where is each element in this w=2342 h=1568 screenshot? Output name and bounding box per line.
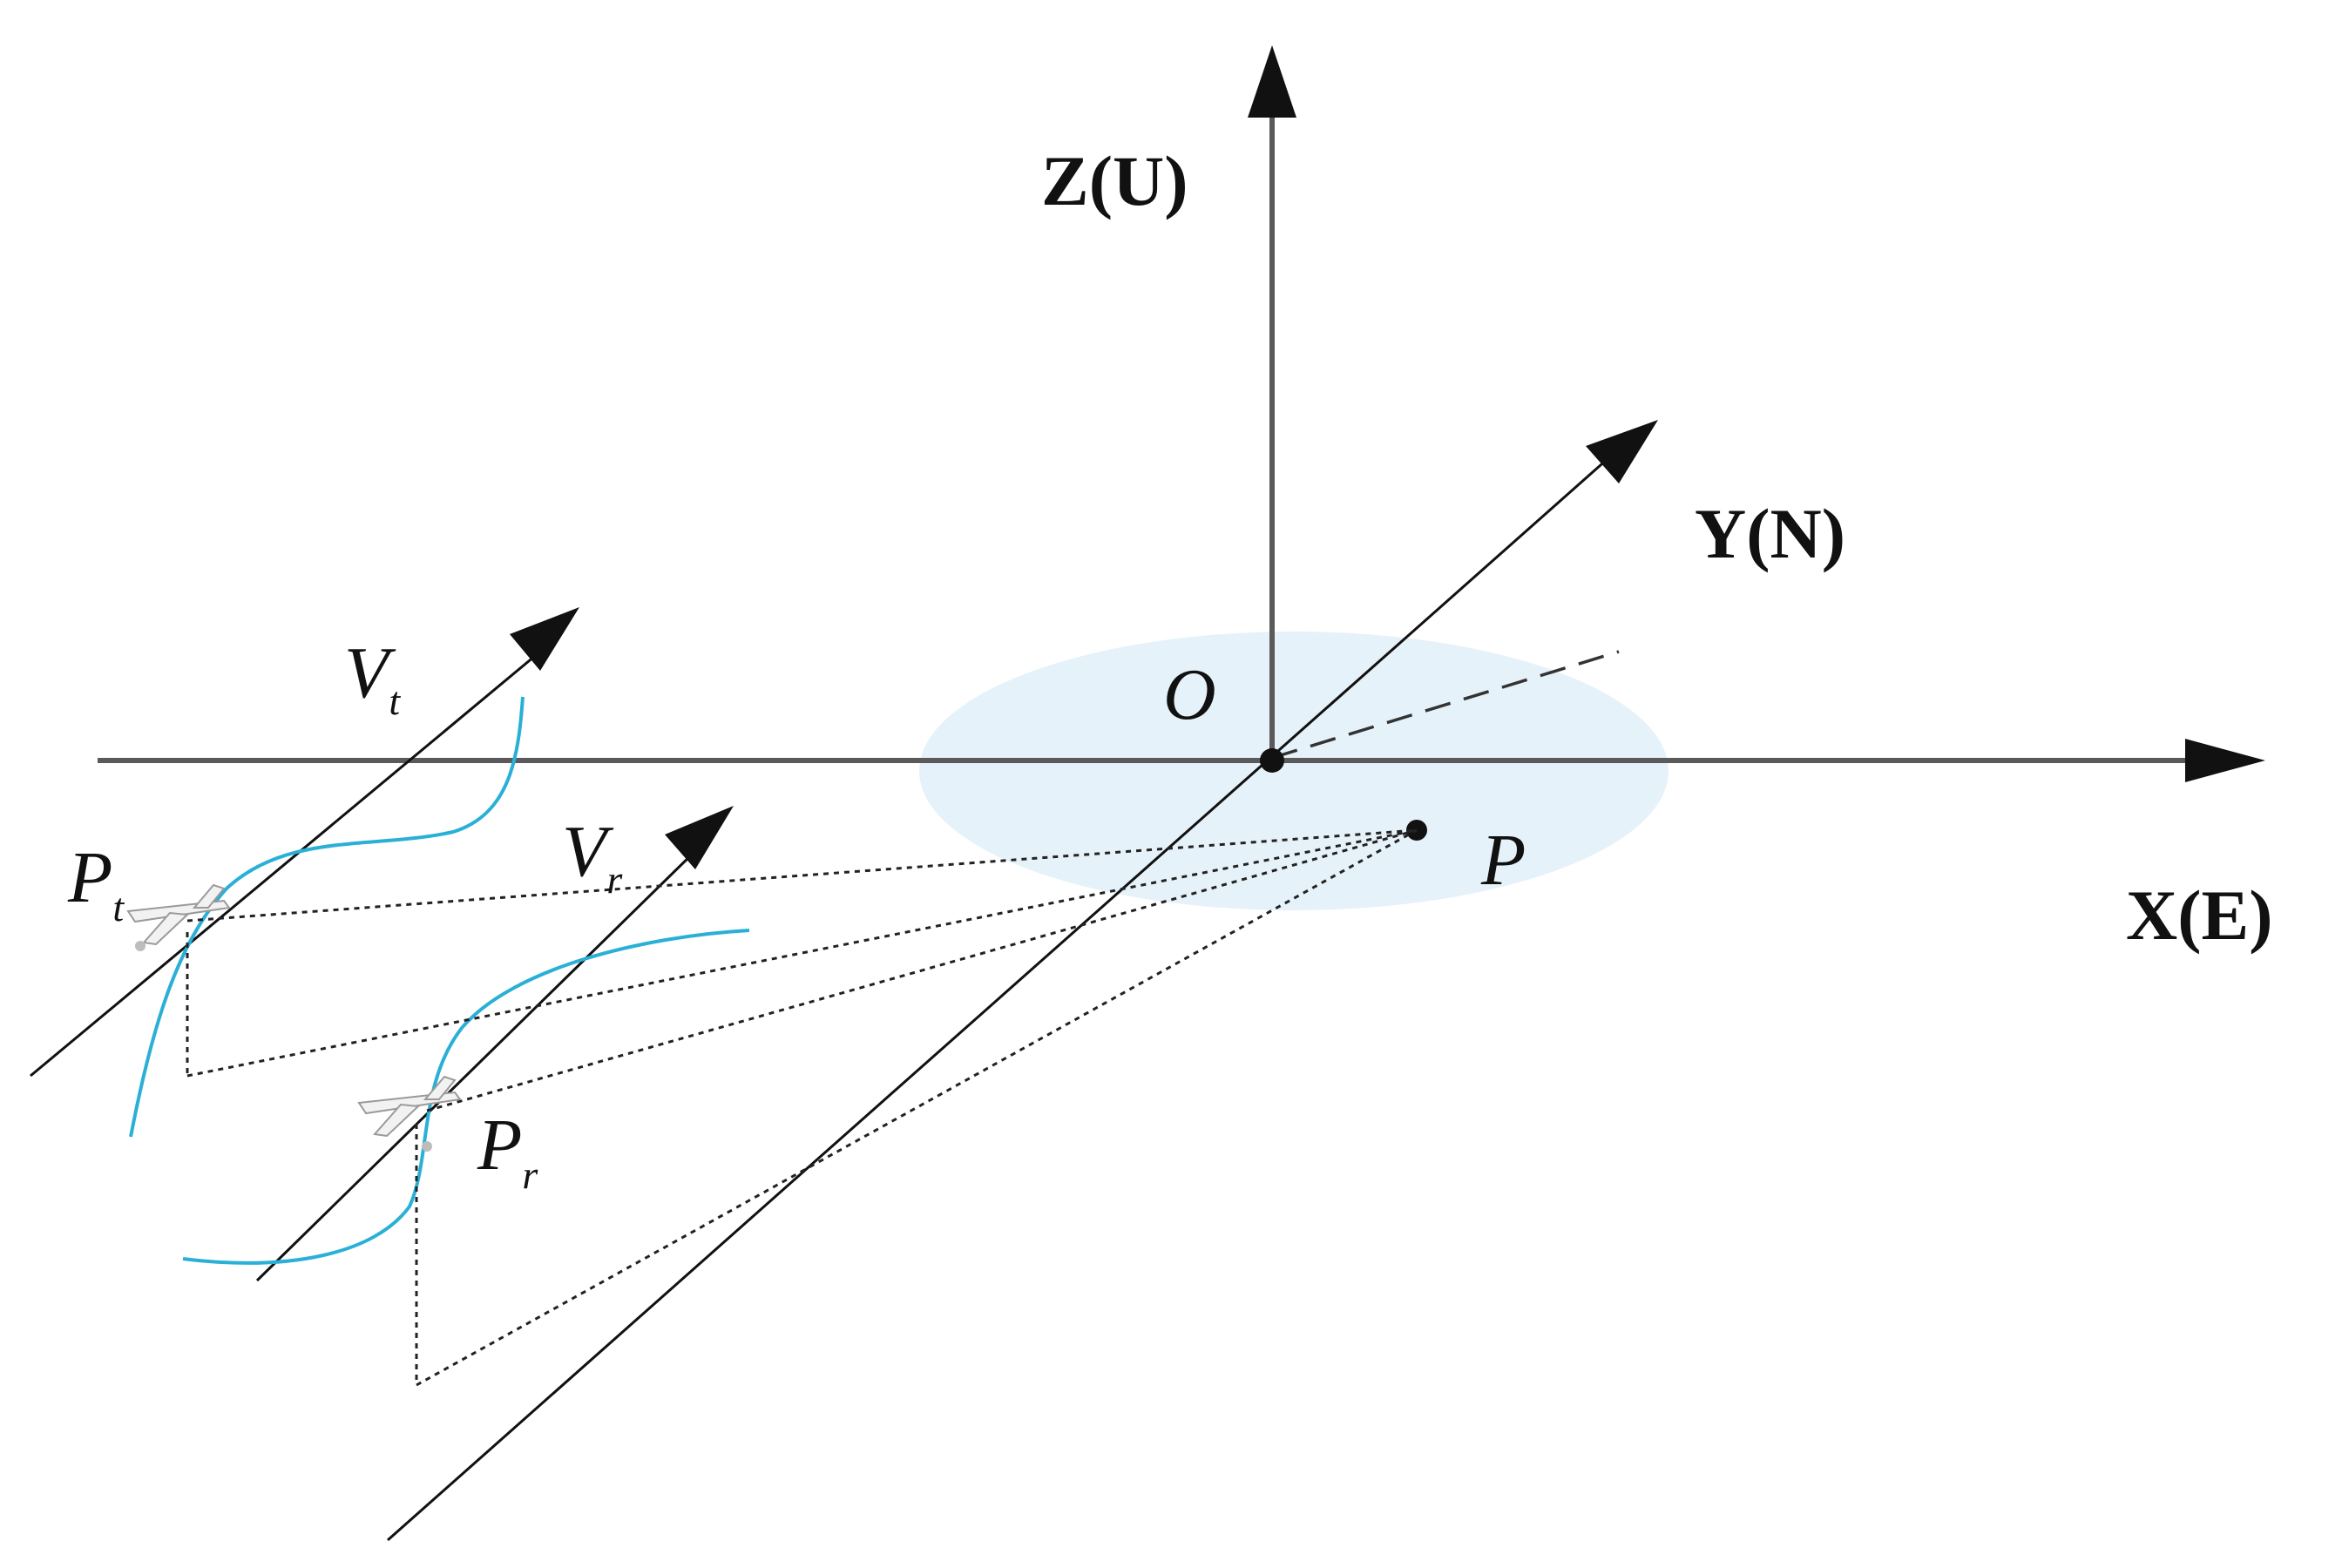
receiver-trajectory (182, 929, 750, 1265)
receiver-aircraft-icon (357, 1075, 462, 1152)
geometry-dotted-lines (186, 828, 1418, 1387)
z-axis-arrow-icon (1248, 45, 1296, 118)
scene-ellipse (919, 632, 1669, 910)
transmitter-velocity-label: Vt (344, 632, 401, 723)
transmitter-position-label: Pt (67, 837, 125, 929)
receiver-velocity-label: Vr (562, 811, 623, 902)
x-axis-arrow-icon (2185, 739, 2265, 782)
transmitter-aircraft-icon (126, 883, 231, 951)
z-axis-label: Z(U) (1041, 141, 1188, 220)
transmitter-trajectory (129, 696, 525, 1138)
dashed-reference-line (1271, 650, 1620, 760)
transmitter-velocity-line (30, 650, 541, 1078)
receiver-velocity-arrow-icon (665, 806, 734, 869)
origin-dot (1260, 748, 1284, 773)
y-axis-line (387, 449, 1617, 1542)
y-axis-arrow-icon (1586, 420, 1658, 483)
receiver-position-label: Pr (477, 1105, 538, 1197)
x-axis-label: X(E) (2126, 875, 2273, 955)
y-axis-label: Y(N) (1695, 494, 1845, 573)
target-point-label: P (1480, 820, 1526, 901)
origin-label: O (1163, 654, 1216, 735)
transmitter-velocity-arrow-icon (510, 607, 579, 671)
receiver-velocity-line (255, 848, 699, 1282)
